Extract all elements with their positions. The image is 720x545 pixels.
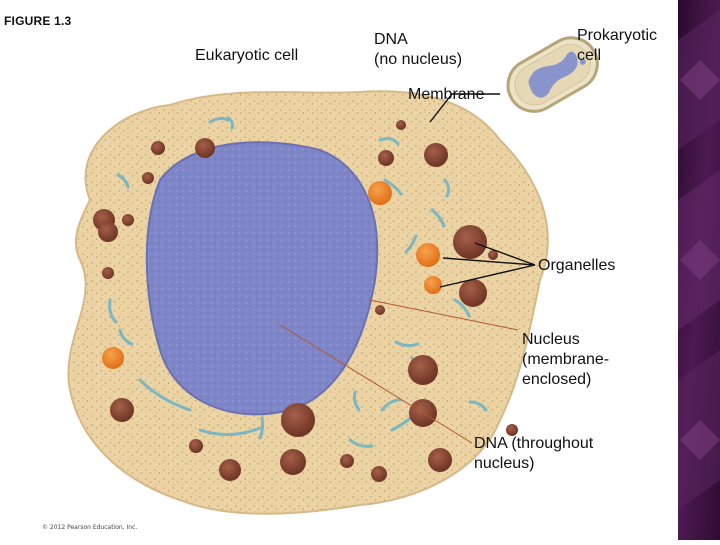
eukaryotic-cell-label: Eukaryotic cell [195, 47, 299, 64]
dna-no-nucleus-label-line2: (no nucleus) [374, 51, 463, 68]
prokaryotic-cell [506, 36, 599, 113]
figure-label: FIGURE 1.3 [4, 14, 72, 28]
membrane-strands [108, 116, 488, 448]
nucleus-leader [369, 299, 519, 331]
decorative-sidebar [676, 0, 720, 540]
prokaryotic-cell-label-line2: cell [577, 47, 602, 64]
nucleus-label-line1: Nucleus [522, 331, 580, 348]
leader-lines [429, 93, 536, 288]
organelles-label: Organelles [538, 257, 616, 274]
membrane-label: Membrane [408, 86, 485, 103]
organelles-brown [93, 120, 518, 482]
dna-no-nucleus-label-line1: DNA [374, 31, 408, 48]
prokaryotic-dna [528, 51, 578, 98]
organelles-orange [102, 181, 442, 369]
nucleus-label-line2: (membrane- [522, 351, 610, 368]
pointer-lines [279, 299, 519, 444]
organelles-leader-2 [442, 257, 536, 266]
prokaryotic-cell-label-line1: Prokaryotic [577, 27, 658, 44]
organelles-leader-3 [439, 264, 536, 288]
nucleus [145, 141, 379, 416]
nucleus-label-line3: enclosed) [522, 371, 592, 388]
dna-throughout-label-line2: nucleus) [474, 455, 535, 472]
membrane-leader [429, 93, 500, 123]
organelles-leader-1 [474, 242, 536, 266]
dna-throughout-label-line1: DNA (throughout [474, 435, 594, 452]
dna-throughout-leader [279, 324, 473, 444]
copyright-notice: © 2012 Pearson Education, Inc. [42, 524, 138, 531]
